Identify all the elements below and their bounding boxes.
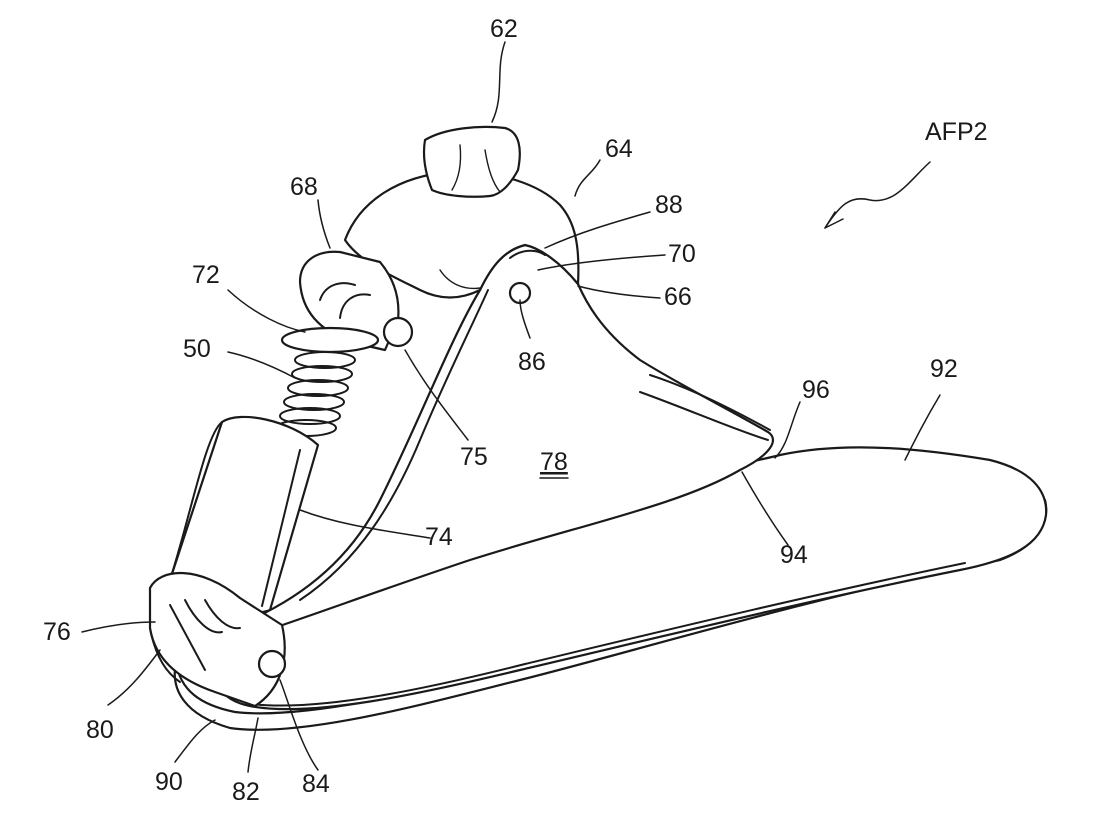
coil-spring (275, 326, 380, 437)
ref-62: 62 (490, 15, 518, 43)
ref-74: 74 (425, 523, 453, 551)
side-frame (236, 243, 774, 642)
lower-pivot-pin-84 (257, 649, 287, 679)
upper-clevis (298, 250, 400, 352)
ref-86: 86 (518, 348, 546, 376)
hinge-cap-88 (509, 249, 546, 259)
leader-lines (81, 41, 941, 773)
assembly-label-afp2: AFP2 (925, 118, 988, 146)
ref-92: 92 (930, 355, 958, 383)
pivot-pins (257, 249, 546, 679)
ref-80: 80 (86, 716, 114, 744)
ref-64: 64 (605, 135, 633, 163)
reference-numerals: 62 64 68 88 70 66 72 50 86 96 92 75 78 7… (43, 15, 988, 806)
ref-78: 78 (540, 448, 568, 476)
ref-84: 84 (302, 770, 330, 798)
pyramid-adapter (422, 125, 521, 198)
ref-75: 75 (460, 443, 488, 471)
ref-90: 90 (155, 768, 183, 796)
ref-70: 70 (668, 240, 696, 268)
upper-pivot-pin-75 (382, 316, 414, 348)
ref-72: 72 (192, 261, 220, 289)
ref-66: 66 (664, 283, 692, 311)
ref-68: 68 (290, 173, 318, 201)
ref-82: 82 (232, 778, 260, 806)
ref-50: 50 (183, 335, 211, 363)
ref-96: 96 (802, 376, 830, 404)
ref-76: 76 (43, 618, 71, 646)
ref-88: 88 (655, 191, 683, 219)
ref-94: 94 (780, 541, 808, 569)
lower-clevis (148, 571, 286, 708)
